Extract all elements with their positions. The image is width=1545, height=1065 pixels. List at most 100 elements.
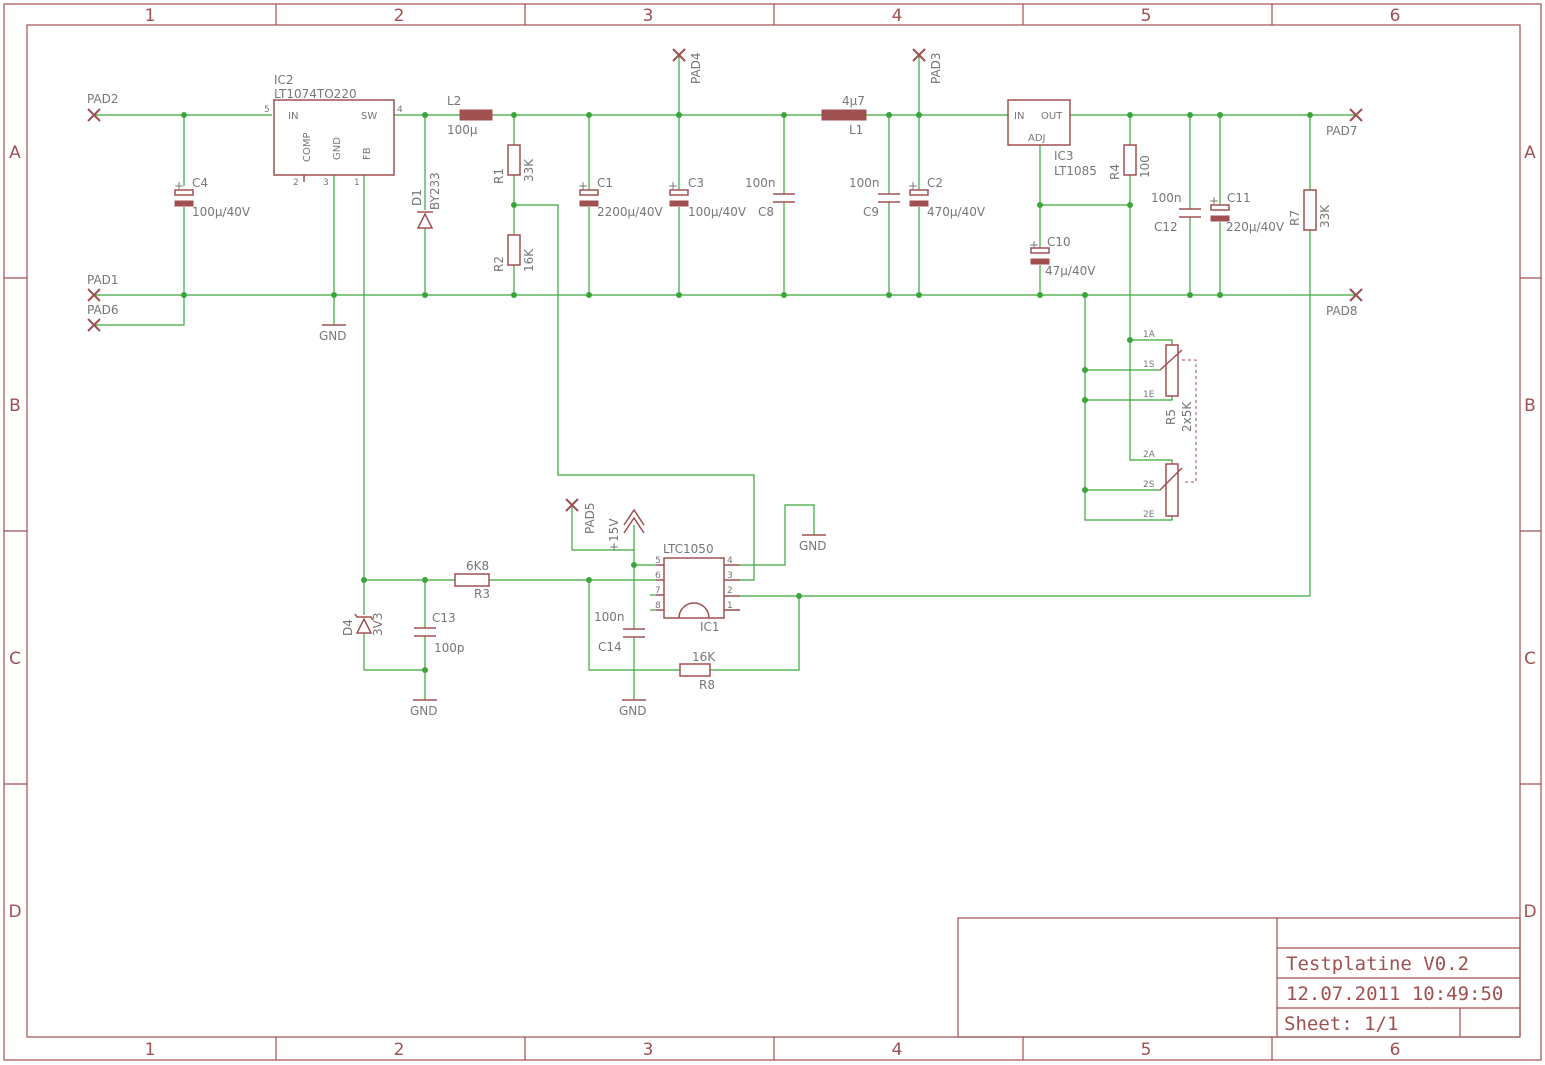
l2-name: L2 [447,94,461,108]
c2-value: 470µ/40V [927,205,986,219]
r1-resistor: R1 33K [492,144,536,184]
frame-coordinates: 1 2 3 4 5 6 1 2 3 4 5 6 A B C D A B C D [8,6,1536,1060]
r2-resistor: R2 16K [492,234,536,272]
d4-value: 3V3 [371,613,385,636]
r5-pin: 1A [1143,330,1156,340]
svg-text:+: + [1029,238,1039,252]
c11-name: C11 [1227,191,1251,205]
col-label: 1 [145,6,156,26]
row-label: A [9,143,21,163]
pad3-marker [912,48,926,62]
pin-number: 4 [397,105,403,115]
col-label: 5 [1141,1040,1152,1060]
c13-value: 100p [434,641,465,655]
pad3-label: PAD3 [929,52,943,84]
col-label: 4 [892,1040,903,1060]
l2-inductor: L2 100µ [447,94,493,137]
pad8-marker [1349,288,1363,302]
d1-diode: D1 BY233 [410,172,442,229]
c13-capacitor: C13 100p [414,611,465,655]
c9-value: 100n [849,176,880,190]
c2-name: C2 [927,176,943,190]
pin-number: 1 [354,178,360,188]
r8-value: 16K [692,650,716,664]
ic2-comp-pin: COMP [302,132,313,162]
col-label: 3 [643,6,654,26]
supply-label: +15V [607,518,621,552]
c2-capacitor: + C2 470µ/40V [908,176,986,219]
r5-name: R5 [1164,409,1178,425]
r4-value: 100 [1138,155,1152,178]
c14-value: 100n [594,610,625,624]
r4-resistor: R4 100 [1108,144,1152,180]
pin-number: 2 [293,178,299,188]
c3-name: C3 [688,176,704,190]
pad5-marker [565,498,579,512]
c4-value: 100µ/40V [192,205,251,219]
r7-name: R7 [1288,210,1302,226]
c8-name: C8 [758,205,774,219]
ic3-out-pin: OUT [1041,111,1063,122]
c9-capacitor: 100n C9 [849,176,900,219]
row-label: B [1524,396,1536,416]
c14-capacitor: 100n C14 [594,610,645,654]
gnd-symbols: GND GND GND GND [319,324,827,718]
c13-name: C13 [432,611,456,625]
col-label: 6 [1390,1040,1401,1060]
ic3-value: LT1085 [1054,164,1097,178]
pad2-marker [87,108,101,122]
gnd-label: GND [619,704,647,718]
c9-name: C9 [863,205,879,219]
title-block: Testplatine V0.2 12.07.2011 10:49:50 She… [957,917,1521,1038]
gnd-label: GND [319,329,347,343]
r2-value: 16K [522,248,536,272]
row-label: D [8,902,21,922]
pin-number: 7 [655,586,661,596]
svg-text:+: + [668,179,678,193]
pad4-label: PAD4 [689,52,703,84]
r1-value: 33K [522,158,536,182]
r8-resistor: 16K R8 [679,650,716,692]
ic3-in-pin: IN [1014,111,1024,122]
col-label: 5 [1141,6,1152,26]
c10-name: C10 [1047,235,1071,249]
pad2-label: PAD2 [87,92,119,106]
r4-name: R4 [1108,164,1122,180]
c10-value: 47µ/40V [1045,264,1096,278]
gnd-label: GND [799,539,827,553]
col-label: 4 [892,6,903,26]
r5-pin: 2S [1143,480,1155,490]
d4-name: D4 [341,619,355,636]
r3-name: R3 [474,587,490,601]
pad6-marker [87,318,101,332]
pin-number: 8 [655,601,661,611]
drawing-frame [3,3,1542,1061]
pin-number: 3 [727,571,733,581]
ic2-sw-pin: SW [361,111,377,122]
pin-number: 1 [727,601,733,611]
l2-value: 100µ [447,123,478,137]
pin-number: 5 [655,556,661,566]
row-label: C [9,649,21,669]
r5-pin: 1S [1143,360,1155,370]
svg-text:+: + [578,179,588,193]
c12-value: 100n [1151,191,1182,205]
ic2-name: IC2 [274,73,294,87]
r5-pin: 2A [1143,450,1156,460]
col-label: 3 [643,1040,654,1060]
col-label: 6 [1390,6,1401,26]
r5-value: 2x5K [1180,401,1194,432]
row-label: A [1524,143,1536,163]
wires [94,55,1356,700]
c3-capacitor: + C3 100µ/40V [668,176,747,219]
l1-inductor: 4µ7 L1 [821,94,867,137]
pad6-label: PAD6 [87,303,119,317]
date-text: 12.07.2011 10:49:50 [1286,983,1503,1005]
row-label: C [1524,649,1536,669]
d4-zener: D4 3V3 [341,613,385,636]
c11-value: 220µ/40V [1226,220,1285,234]
ic1-value: LTC1050 [663,542,714,556]
pads: PAD2 PAD1 PAD6 PAD4 PAD3 PAD7 PAD8 PAD5 [87,48,1363,534]
c4-capacitor: + C4 100µ/40V [174,176,251,219]
c1-name: C1 [597,176,613,190]
